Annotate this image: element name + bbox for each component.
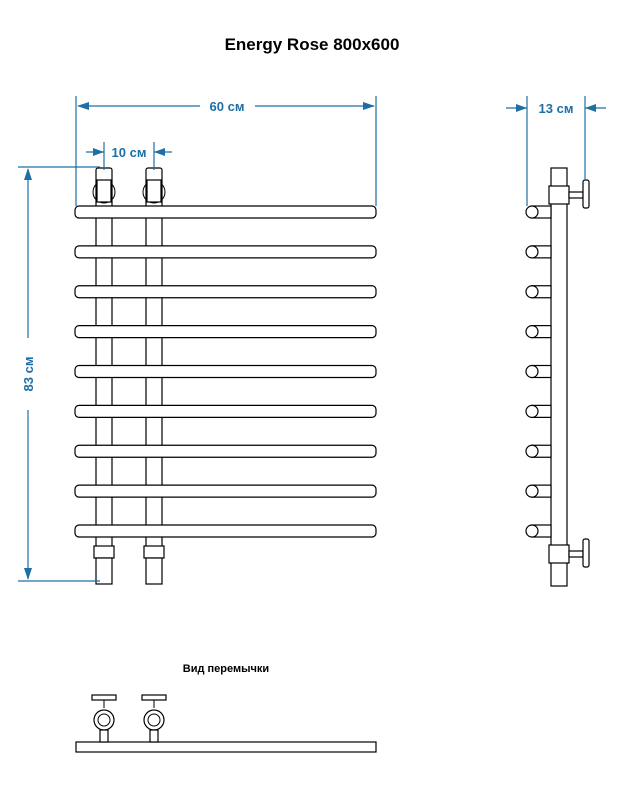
side-rail-end <box>525 364 552 379</box>
side-bottom-fitting <box>548 538 590 568</box>
side-rail-end <box>525 325 552 339</box>
drawing-title: Energy Rose 800x600 <box>225 35 400 54</box>
horizontal-rail <box>74 404 377 418</box>
horizontal-rail <box>74 484 377 498</box>
side-rail-end <box>525 524 552 538</box>
horizontal-rail <box>74 325 377 339</box>
dimension-pipe-spacing: 10 см <box>86 142 172 170</box>
bridge-view: Вид перемычки <box>75 663 377 753</box>
side-rail-end <box>525 285 552 299</box>
side-view <box>525 167 590 587</box>
horizontal-rail <box>74 205 377 219</box>
bridge-view-label: Вид перемычки <box>183 663 269 675</box>
bottom-connector-left <box>93 545 115 585</box>
dimension-depth-label: 13 см <box>539 101 574 116</box>
horizontal-rail <box>74 245 377 259</box>
bottom-connector-right <box>143 545 165 585</box>
top-connector-right <box>142 167 166 204</box>
dimension-width: 60 см <box>75 96 377 206</box>
dimension-width-label: 60 см <box>210 99 245 114</box>
horizontal-rail <box>74 524 377 538</box>
side-rail-end <box>525 484 552 498</box>
horizontal-rail <box>74 285 377 299</box>
top-connectors <box>92 167 166 204</box>
dimension-height-label: 83 см <box>21 357 36 392</box>
horizontal-rails <box>74 205 377 538</box>
top-connector-left <box>92 167 116 204</box>
bridge-valve-left <box>91 694 117 743</box>
side-collector-pipe <box>550 167 568 587</box>
side-rail-end <box>525 205 552 219</box>
bottom-connectors <box>93 545 165 585</box>
horizontal-rail <box>74 444 377 458</box>
dimension-pipe-spacing-label: 10 см <box>112 145 147 160</box>
bridge-bar <box>75 741 377 753</box>
side-top-fitting <box>548 179 590 209</box>
side-rail-end <box>525 404 552 418</box>
side-rail-end <box>525 444 552 458</box>
dimension-depth: 13 см <box>506 96 606 206</box>
bridge-valve-right <box>141 694 167 743</box>
dimension-height: 83 см <box>18 166 100 582</box>
front-view <box>74 167 377 585</box>
side-rail-ends <box>525 205 552 538</box>
horizontal-rail <box>74 364 377 379</box>
side-rail-end <box>525 245 552 259</box>
